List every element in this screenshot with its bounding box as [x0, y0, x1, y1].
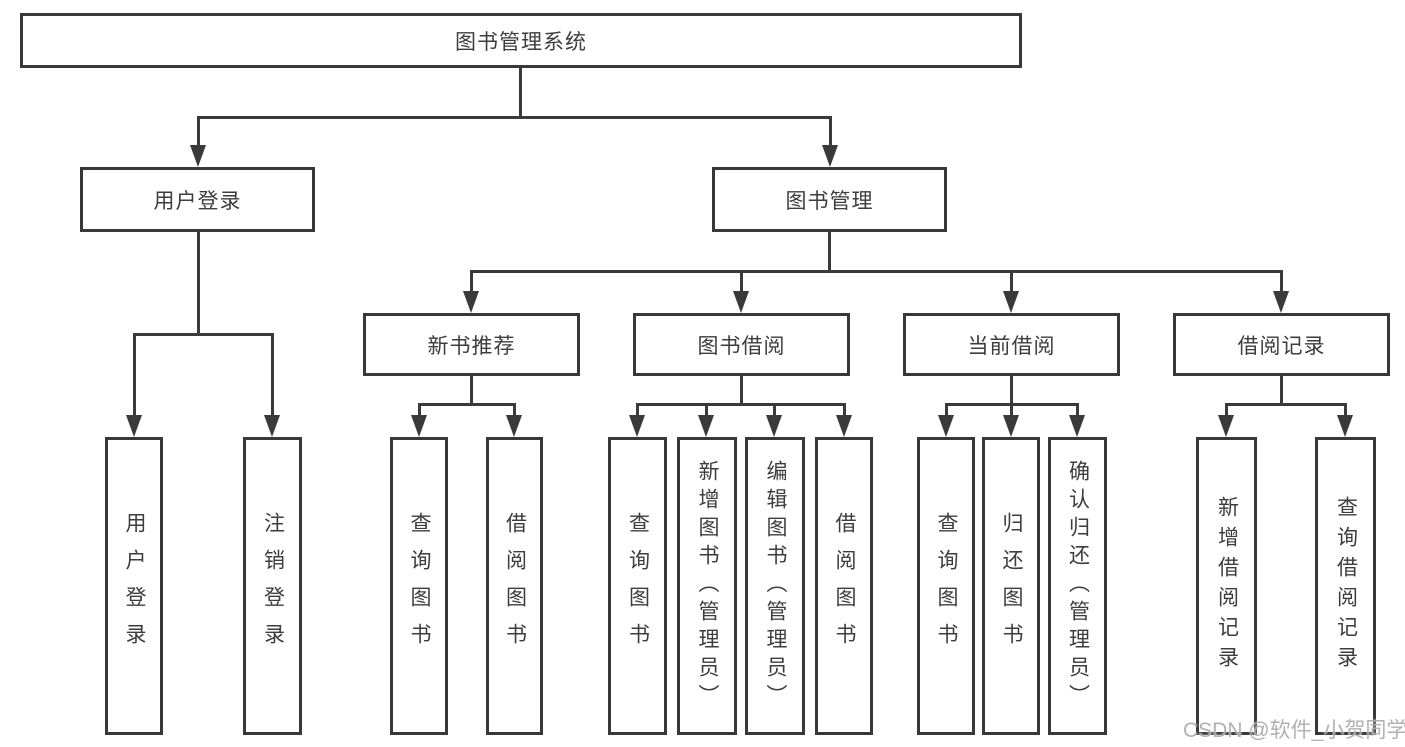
leaf-query-books-borrow-label: 查询图书 [626, 512, 650, 660]
arrowhead-icon [836, 415, 852, 437]
arrowhead-icon [938, 415, 954, 437]
node-book-management-label: 图书管理 [785, 189, 874, 213]
arrowhead-icon [126, 415, 142, 437]
leaf-query-books-recommend: 查询图书 [390, 437, 448, 735]
leaf-user-login: 用户登录 [105, 437, 163, 735]
connector-line [197, 232, 200, 335]
connector-line [1225, 403, 1228, 417]
connector-line [636, 403, 846, 406]
arrowhead-icon [411, 415, 427, 437]
connector-line [418, 403, 421, 417]
node-book-borrow: 图书借阅 [633, 313, 850, 376]
connector-line [1225, 403, 1346, 406]
connector-line [773, 403, 776, 417]
node-new-book-recommend: 新书推荐 [363, 313, 580, 376]
arrowhead-icon [629, 415, 645, 437]
connector-line [1076, 403, 1079, 417]
node-current-borrow: 当前借阅 [903, 313, 1120, 376]
leaf-borrow-books-label: 借阅图书 [833, 512, 856, 660]
connector-line [843, 403, 846, 417]
connector-line [740, 270, 743, 293]
node-book-management: 图书管理 [712, 167, 947, 232]
connector-line [705, 403, 708, 417]
node-current-borrow-label: 当前借阅 [967, 334, 1056, 358]
arrowhead-icon [1273, 291, 1289, 313]
arrowhead-icon [1003, 291, 1019, 313]
connector-line [1344, 403, 1347, 417]
node-user-login: 用户登录 [80, 167, 315, 232]
arrowhead-icon [463, 291, 479, 313]
connector-line [740, 376, 743, 406]
connector-line [829, 116, 832, 147]
leaf-logout-label: 注销登录 [261, 512, 285, 660]
connector-line [828, 232, 831, 273]
connector-line [470, 270, 1283, 273]
connector-line [271, 333, 274, 417]
node-new-book-recommend-label: 新书推荐 [427, 334, 516, 358]
node-book-borrow-label: 图书借阅 [697, 334, 786, 358]
node-borrow-records: 借阅记录 [1173, 313, 1390, 376]
leaf-borrow-books: 借阅图书 [815, 437, 873, 735]
connector-line [1280, 270, 1283, 293]
arrowhead-icon [1218, 415, 1234, 437]
leaf-add-books-admin: 新增图书（管理员） [677, 437, 737, 735]
connector-line [1010, 403, 1013, 417]
csdn-watermark: CSDN @软件_小贺同学 [1183, 719, 1405, 742]
leaf-add-borrow-record-label: 新增借阅记录 [1215, 496, 1239, 676]
node-borrow-records-label: 借阅记录 [1237, 334, 1326, 358]
connector-line [513, 403, 516, 417]
leaf-add-borrow-record: 新增借阅记录 [1196, 437, 1257, 735]
arrowhead-icon [766, 415, 782, 437]
connector-line [1010, 270, 1013, 293]
node-root-system: 图书管理系统 [20, 13, 1022, 68]
arrowhead-icon [1337, 415, 1353, 437]
leaf-return-books-label: 归还图书 [1000, 512, 1023, 660]
leaf-logout: 注销登录 [243, 437, 302, 735]
connector-line [418, 403, 516, 406]
connector-line [636, 403, 639, 417]
connector-line [133, 333, 274, 336]
leaf-edit-books-admin: 编辑图书（管理员） [745, 437, 805, 735]
connector-line [519, 68, 522, 118]
node-user-login-label: 用户登录 [153, 189, 242, 213]
leaf-return-books: 归还图书 [982, 437, 1040, 735]
leaf-query-books-current-label: 查询图书 [935, 512, 958, 660]
leaf-borrow-books-recommend-label: 借阅图书 [503, 512, 527, 660]
arrowhead-icon [506, 415, 522, 437]
leaf-user-login-label: 用户登录 [123, 512, 146, 660]
arrowhead-icon [733, 291, 749, 313]
leaf-confirm-return-admin: 确认归还（管理员） [1048, 437, 1107, 735]
leaf-query-books-recommend-label: 查询图书 [408, 512, 431, 660]
connector-line [1280, 376, 1283, 406]
arrowhead-icon [190, 145, 206, 167]
arrowhead-icon [1069, 415, 1085, 437]
leaf-query-borrow-record-label: 查询借阅记录 [1334, 496, 1358, 676]
node-root-label: 图书管理系统 [455, 30, 587, 54]
connector-line [197, 116, 832, 119]
arrowhead-icon [822, 145, 838, 167]
leaf-borrow-books-recommend: 借阅图书 [486, 437, 543, 735]
connector-line [197, 116, 200, 147]
leaf-edit-books-admin-label: 编辑图书（管理员） [764, 460, 787, 712]
leaf-query-borrow-record: 查询借阅记录 [1315, 437, 1376, 735]
leaf-confirm-return-admin-label: 确认归还（管理员） [1066, 460, 1090, 712]
connector-line [133, 333, 136, 417]
leaf-query-books-current: 查询图书 [917, 437, 975, 735]
arrowhead-icon [698, 415, 714, 437]
connector-line [470, 270, 473, 293]
arrowhead-icon [1003, 415, 1019, 437]
connector-line [470, 376, 473, 406]
leaf-add-books-admin-label: 新增图书（管理员） [696, 460, 719, 712]
connector-line [945, 403, 948, 417]
arrowhead-icon [264, 415, 280, 437]
connector-line [1010, 376, 1013, 406]
leaf-query-books-borrow: 查询图书 [608, 437, 667, 735]
